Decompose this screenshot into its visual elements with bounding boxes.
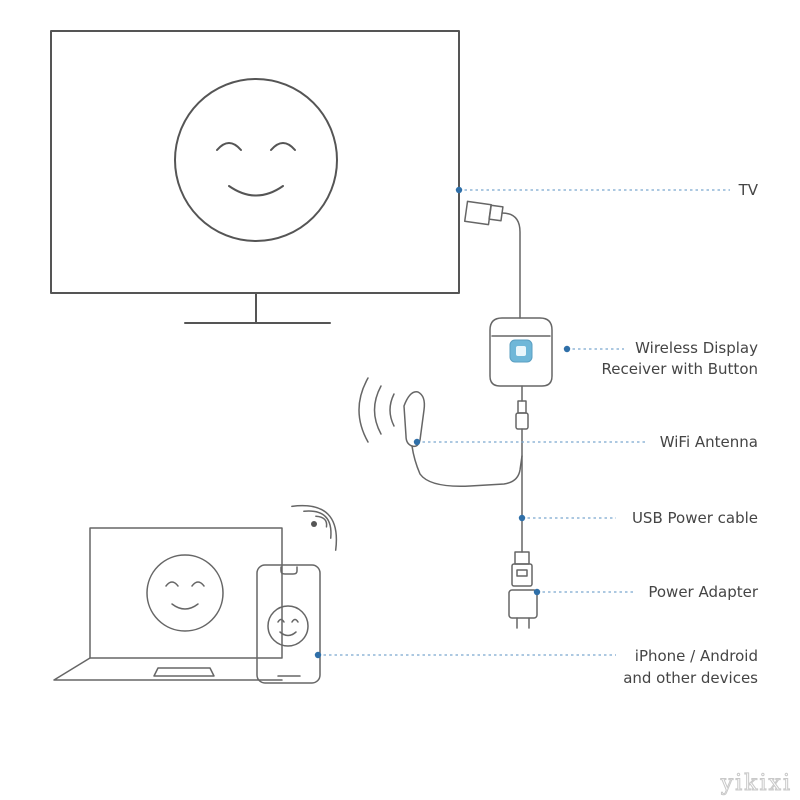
device-wifi-signal-icon: [291, 504, 338, 551]
laptop-illustration: [53, 527, 283, 681]
label-wifi-antenna: WiFi Antenna: [660, 433, 758, 451]
label-devices-line2: and other devices: [623, 669, 758, 687]
phone-smiley-face-icon: [267, 605, 309, 647]
tv-illustration: [50, 30, 460, 324]
hdmi-plug-icon: [463, 200, 504, 226]
wireless-display-receiver: [489, 317, 553, 387]
phone-illustration: [256, 564, 321, 684]
label-devices-line1: iPhone / Android: [635, 647, 758, 665]
label-usb-power-cable: USB Power cable: [632, 509, 758, 527]
power-adapter-icon: [508, 589, 538, 629]
label-receiver-line1: Wireless Display: [635, 339, 758, 357]
tv-smiley-face-icon: [174, 78, 338, 242]
leader-lines: [314, 186, 730, 659]
hdmi-cable: [501, 212, 521, 319]
usb-a-connector: [511, 551, 533, 587]
label-receiver-line2: Receiver with Button: [602, 360, 759, 378]
usb-plug-icon: [515, 400, 529, 430]
label-power-adapter: Power Adapter: [648, 583, 758, 601]
laptop-smiley-face-icon: [146, 554, 224, 632]
antenna-wifi-signal-icon: [358, 377, 395, 443]
label-tv: TV: [738, 181, 759, 199]
wifi-antenna: [403, 391, 523, 487]
watermark: yikixi: [720, 771, 792, 796]
